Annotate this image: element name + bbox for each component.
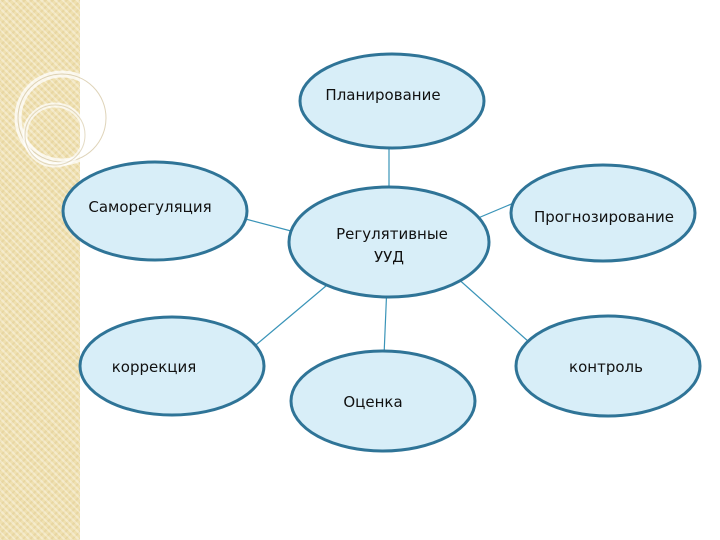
decorative-rings [14, 70, 110, 168]
node-center: Регулятивные УУД [287, 185, 491, 299]
center-label-line1: Регулятивные [336, 225, 448, 243]
control-label: контроль [569, 358, 643, 376]
self-regulation-label: Саморегуляция [88, 198, 211, 216]
node-forecasting: Прогнозирование [509, 163, 697, 263]
node-self-regulation: Саморегуляция [61, 160, 249, 262]
node-correction: коррекция [78, 315, 266, 417]
decorative-side-strip [0, 0, 80, 540]
node-evaluation: Оценка [289, 349, 477, 453]
forecasting-label: Прогнозирование [534, 208, 674, 226]
evaluation-label: Оценка [343, 393, 402, 411]
correction-label: коррекция [112, 358, 197, 376]
center-label-line2: УУД [374, 248, 404, 266]
node-control: контроль [514, 314, 702, 418]
planning-label: Планирование [325, 86, 440, 104]
node-planning: Планирование [298, 52, 486, 150]
